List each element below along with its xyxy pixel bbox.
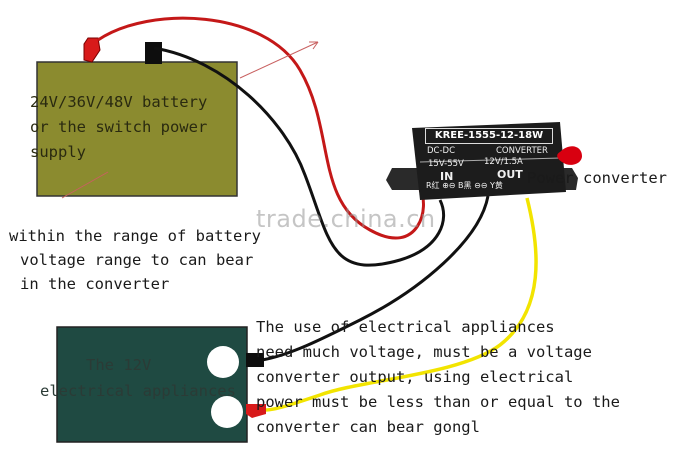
battery-positive-terminal [83, 37, 101, 63]
battery-label-line-1: 24V/36V/48V battery [30, 93, 208, 111]
yellow-wire [264, 197, 538, 412]
battery-negative-terminal [145, 42, 162, 64]
use-note-line-3: converter output, using electrical [256, 368, 574, 386]
battery-label-line-3: supply [30, 143, 86, 161]
converter-type-right: CONVERTER [496, 146, 548, 156]
arrow-line-upper [239, 41, 319, 79]
converter-input-spec: 15V-55V [428, 159, 464, 169]
appliance-label-line-2: electrical appliances [40, 382, 236, 400]
appliance-negative-lead [246, 353, 264, 367]
red-mark [557, 146, 582, 165]
battery-box [36, 61, 238, 197]
range-note-line-3: in the converter [20, 275, 170, 293]
appliance-terminal-bottom [211, 396, 243, 428]
watermark: trade.china.cn [256, 205, 436, 233]
use-note-line-1: The use of electrical appliances [256, 318, 555, 336]
converter-type-left: DC-DC [427, 146, 456, 156]
converter-divider [419, 157, 561, 163]
battery-label-line-2: or the switch power [30, 118, 208, 136]
appliance-positive-lead [246, 404, 266, 418]
red-wire [97, 16, 425, 240]
range-note-line-1: within the range of battery [9, 227, 261, 245]
converter-pin-legend: R红 ⊕⊖ B黑 ⊖⊖ Y黄 [426, 181, 503, 190]
output-black-wire [261, 195, 490, 362]
power-converter-label: Power converter [527, 169, 667, 187]
arrow-head-upper [309, 41, 319, 50]
converter-model-label: KREE-1555-12-18W [425, 128, 553, 144]
use-note-line-5: converter can bear gongl [256, 418, 480, 436]
converter-body [412, 122, 566, 200]
range-note-line-2: voltage range to can bear [20, 251, 254, 269]
converter-in-label: IN [440, 170, 454, 183]
arrow-line-lower [61, 171, 109, 199]
use-note-line-2: need much voltage, must be a voltage [256, 343, 592, 361]
use-note-line-4: power must be less than or equal to the [256, 395, 620, 411]
converter-output-spec: 12V/1.5A [484, 157, 523, 167]
appliance-terminal-top [207, 346, 239, 378]
converter-out-label: OUT [497, 168, 523, 181]
appliance-label-line-1: The 12V [86, 356, 152, 374]
black-wire [153, 46, 446, 267]
